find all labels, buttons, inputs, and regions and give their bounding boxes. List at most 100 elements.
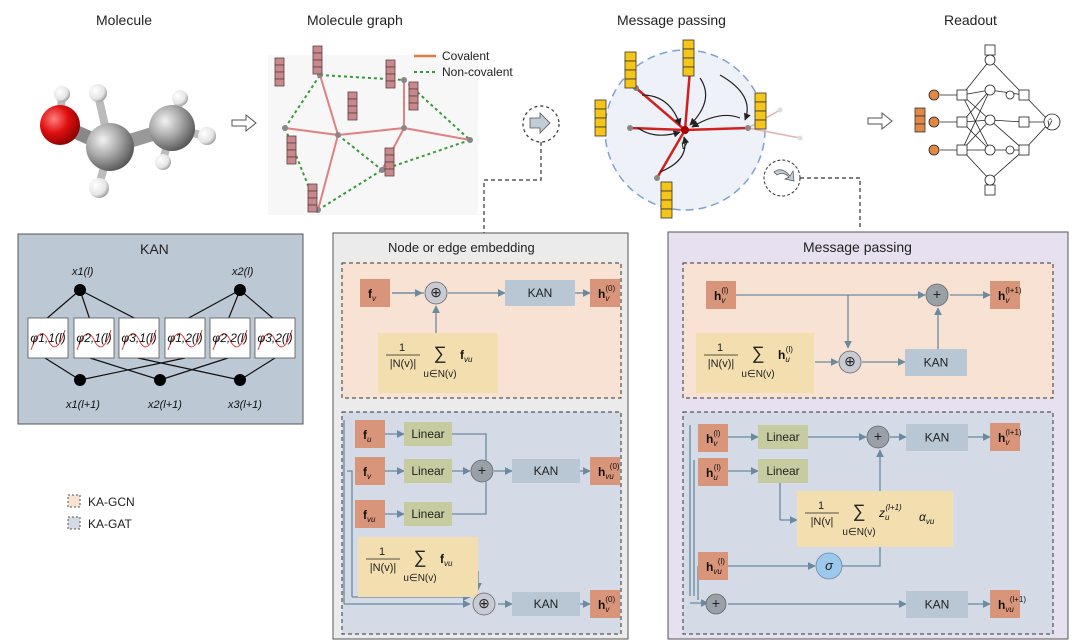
mp-gat-hu [698,458,728,486]
emb-gcn-kan [505,280,575,306]
message-passing-title: Message passing [617,12,726,28]
mp-gat-plus-1 [866,425,890,449]
emb-gcn-oplus [424,281,448,305]
kan-panel-title: KAN [140,241,169,257]
kan-function-label-1: φ1,1(l) [30,331,65,345]
mp-gat-agg-sum: ∑ [853,501,866,521]
kan-function-label-2: φ2,1(l) [76,331,111,345]
mp-gcn-agg-numerator: 1 [717,342,723,354]
emb-gat-linear-3-label: Linear [411,507,444,521]
zoom-circle-icon [522,105,560,143]
molecule-graph [268,45,478,215]
emb-gat-plus-label: + [478,462,486,478]
emb-gat-fu-label: fu [363,428,372,444]
embedding-panel-title: Node or edge embedding [388,240,535,255]
mp-gcn-oplus-label: ⊕ [844,353,856,369]
kan-function-box-3 [118,317,160,359]
emb-gcn-fv [360,279,390,307]
kan-function-box-5 [209,317,251,359]
kan-output-3: x3(l+1) [227,399,262,411]
kan-function-curve-1 [30,329,66,351]
molecule-graph-title: Molecule graph [307,12,403,28]
emb-gcn-hv [590,279,620,307]
flow-arrow-icon [231,113,257,133]
kan-panel: KAN x1(l) x2(l) x1(l+1) x2(l+1) x3(l+1) … [17,233,304,425]
emb-gat-hvu [590,457,620,485]
mp-gat-hv-label: hv(l) [706,429,721,448]
mp-gcn-kan-label: KAN [924,356,949,370]
molecule-title: Molecule [96,12,153,28]
mp-gcn-oplus [838,350,862,374]
emb-gat-agg-sum-sub: u∈N(v) [403,573,436,584]
mp-gcn-hv-label: hv(l) [714,286,729,305]
mp-gcn-agg-denominator: |N(v)| [708,358,735,370]
kan-function-box-6 [254,317,296,359]
legend-non-covalent: Non-covalent [442,65,513,79]
mp-gcn-plus [925,283,949,307]
emb-gat-kan-2 [512,592,580,616]
kan-function-label-6: φ3,2(l) [257,331,292,345]
emb-gcn-kan-label: KAN [528,286,553,300]
emb-gat-hv [590,590,620,618]
emb-gat-fvu [355,500,385,528]
mp-gcn-agg-sum: ∑ [752,343,765,363]
emb-gat-kan-1-label: KAN [534,464,559,478]
kan-function-box-1 [27,317,69,359]
emb-gat-fu [355,420,385,448]
mp-gat-linear-1 [758,425,808,449]
center-node-label: v [681,138,688,152]
mp-gat-plus-2-label: + [712,595,720,611]
mp-gcn-hv-next [990,281,1020,309]
mp-gat-kan-1-label: KAN [925,431,950,445]
mp-gat-sigma-label: σ [825,558,834,573]
mp-gcn-kan [905,349,967,376]
mp-panel-title: Message passing [803,239,912,255]
emb-gcn-agg [378,333,498,393]
kan-function-curve-6 [257,329,293,351]
mp-gat-kan-2-label: KAN [925,598,950,612]
emb-gat-agg-sum: ∑ [414,547,427,567]
kan-input-2: x2(l) [231,266,254,278]
mp-gat-agg [797,491,953,547]
emb-gat-oplus [472,592,496,616]
mp-gat-sigma [815,552,843,580]
legend-ka-gat: KA-GAT [88,517,132,531]
mp-gat-kan-2 [906,591,968,618]
emb-gcn-agg-sum-sub: u∈N(v) [423,369,456,380]
message-passing-illustration: v [594,39,803,219]
readout-vector [914,107,926,133]
kan-input-1: x1(l) [71,266,94,278]
model-legend: KA-GCN KA-GAT [67,494,135,531]
kan-function-box-2 [73,317,115,359]
mp-gcn-agg-term: hu(l) [778,345,793,364]
kan-output-2: x2(l+1) [147,399,182,411]
emb-gat-linear-2 [404,459,452,483]
mp-gat-plus-1-label: + [874,428,882,444]
emb-gat-linear-1-label: Linear [411,427,444,441]
mp-gat-agg-numerator: 1 [818,500,824,512]
readout-network: ŷ [928,44,1061,196]
mp-gat-hvu [698,552,728,580]
mp-gat-linear-2-label: Linear [766,464,799,478]
kan-function-label-5: φ2,2(l) [212,331,247,345]
emb-gat-agg-denominator: |N(v)| [370,562,397,574]
mp-gcn-plus-label: + [933,286,941,302]
mp-gat-linear-2 [758,459,808,483]
graph-legend: Covalent Non-covalent [414,49,513,79]
legend-covalent: Covalent [442,49,490,63]
kan-function-curve-5 [212,329,248,351]
kan-function-label-3: φ3,1(l) [121,331,156,345]
emb-gat-linear-1 [404,422,452,446]
mp-gat-hu-label: hu(l) [706,463,721,482]
emb-gat-plus [470,459,494,483]
emb-gat-fv-label: fv [363,465,372,481]
mp-gat-linear-1-label: Linear [766,430,799,444]
mp-gat-hvu-label: hvu(l) [706,557,725,576]
emb-gat-kan-1 [512,459,580,483]
mp-gat-hv [698,424,728,452]
readout-output-label: ŷ [1046,118,1053,129]
mp-gat-hv-next [990,423,1020,451]
kan-function-label-4: φ1,2(l) [167,331,202,345]
mp-gat-agg-denominator: |N(v| [811,516,834,528]
